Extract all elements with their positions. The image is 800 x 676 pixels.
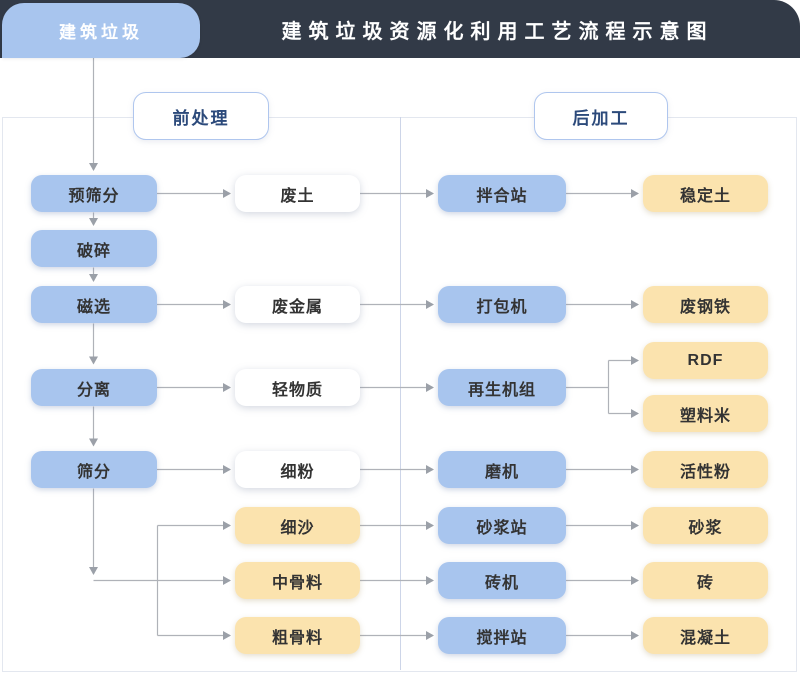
node-plastic-pellets: 塑料米 [643, 395, 768, 432]
node-stabilized-soil: 稳定土 [643, 175, 768, 212]
node-brick: 砖 [643, 562, 768, 599]
node-active-powder: 活性粉 [643, 451, 768, 488]
node-medium-aggregate: 中骨料 [235, 562, 360, 599]
node-crushing: 破碎 [31, 230, 157, 267]
node-baler: 打包机 [438, 286, 566, 323]
node-scrap-steel: 废钢铁 [643, 286, 768, 323]
section-post-processing: 后加工 [534, 92, 668, 140]
node-separation: 分离 [31, 369, 157, 406]
node-magnetic-separation: 磁选 [31, 286, 157, 323]
node-mixing-plant: 拌合站 [438, 175, 566, 212]
page-title: 建筑垃圾资源化利用工艺流程示意图 [281, 20, 714, 43]
node-rdf: RDF [643, 342, 768, 379]
node-waste-soil: 废土 [235, 175, 360, 212]
node-mill: 磨机 [438, 451, 566, 488]
node-fine-powder: 细粉 [235, 451, 360, 488]
node-waste-metal: 废金属 [235, 286, 360, 323]
section-divider [400, 117, 401, 670]
node-pre-screening: 预筛分 [31, 175, 157, 212]
node-regeneration-unit: 再生机组 [438, 369, 566, 406]
node-concrete: 混凝土 [643, 617, 768, 654]
node-brick-machine: 砖机 [438, 562, 566, 599]
node-coarse-aggregate: 粗骨料 [235, 617, 360, 654]
node-light-material: 轻物质 [235, 369, 360, 406]
source-tab-construction-waste: 建筑垃圾 [2, 3, 200, 58]
node-mortar-station: 砂浆站 [438, 507, 566, 544]
node-fine-sand: 细沙 [235, 507, 360, 544]
node-concrete-batch-plant: 搅拌站 [438, 617, 566, 654]
section-pre-processing: 前处理 [133, 92, 269, 140]
node-mortar: 砂浆 [643, 507, 768, 544]
node-screening: 筛分 [31, 451, 157, 488]
